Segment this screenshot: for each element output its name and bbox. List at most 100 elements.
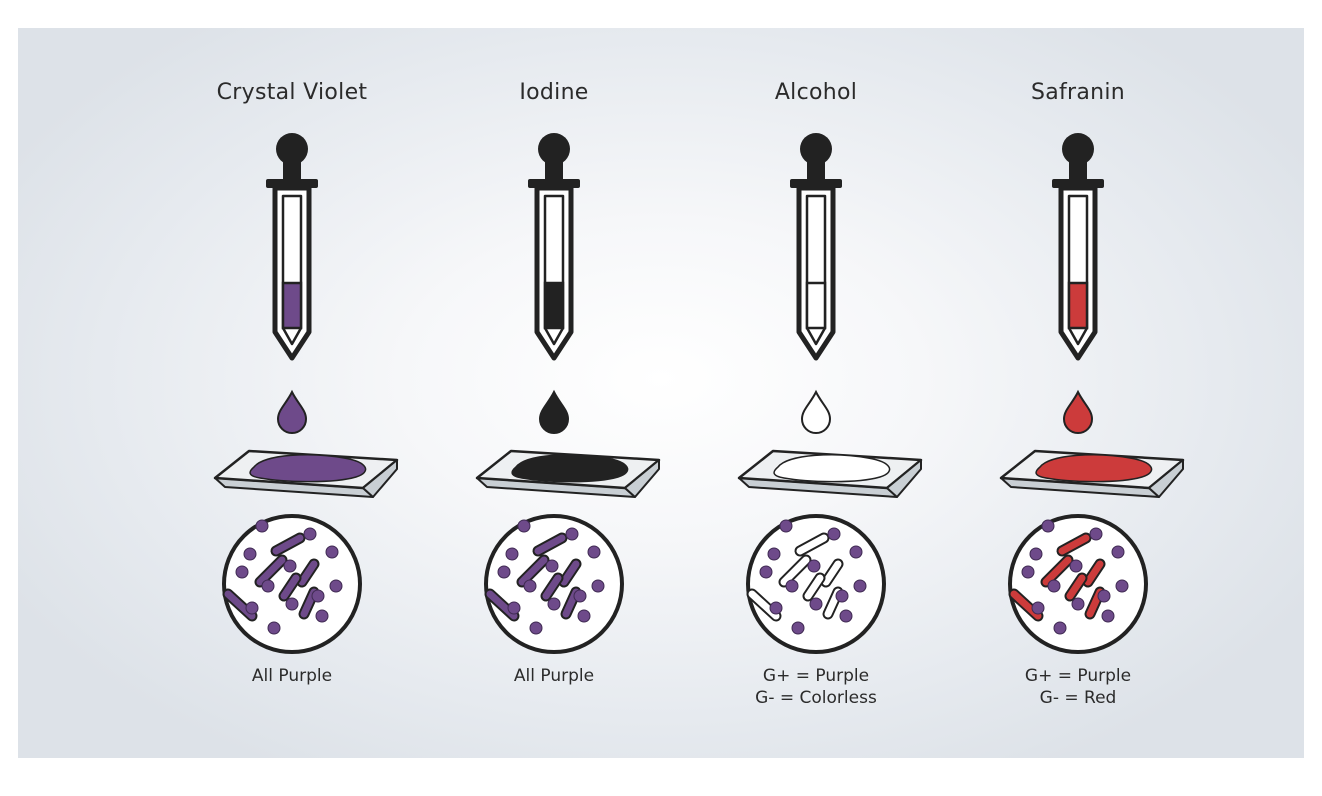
rod-bacterium <box>1066 574 1086 600</box>
coccus-bacterium <box>329 579 343 593</box>
result-line: G+ = Purple <box>762 666 870 686</box>
coccus-bacterium <box>523 579 537 593</box>
step-result: G+ = Purple G- = Colorless <box>696 665 936 709</box>
step-title: Safranin <box>1030 80 1126 105</box>
coccus-bacterium <box>517 519 531 533</box>
microscope-view <box>222 514 362 654</box>
result-line: G- = Colorless <box>755 688 877 708</box>
coccus-bacterium <box>529 621 543 635</box>
step-title: Alcohol <box>774 80 858 105</box>
coccus-bacterium <box>1041 519 1055 533</box>
coccus-bacterium <box>809 597 823 611</box>
rod-bacterium <box>560 560 580 586</box>
coccus-bacterium <box>505 547 519 561</box>
rod-bacterium <box>256 556 286 586</box>
step-iodine: Iodine All Purple <box>434 28 674 758</box>
coccus-bacterium <box>1021 565 1035 579</box>
slide-smear <box>249 454 367 483</box>
coccus-bacterium <box>303 527 317 541</box>
step-artwork <box>213 133 399 654</box>
dropper-icon <box>528 133 580 361</box>
rod-bacterium <box>534 534 566 555</box>
coccus-bacterium <box>1053 621 1067 635</box>
step-artwork <box>737 133 923 654</box>
dropper-liquid <box>805 281 827 330</box>
rod-bacterium <box>804 574 824 600</box>
slide-side <box>624 459 660 498</box>
coccus-bacterium <box>315 609 329 623</box>
slide-smear <box>773 454 891 483</box>
rod-bacterium <box>780 556 810 586</box>
step-result: All Purple <box>172 665 412 687</box>
rod-bacterium <box>272 534 304 555</box>
coccus-bacterium <box>1111 545 1125 559</box>
coccus-bacterium <box>565 527 579 541</box>
step-safranin: Safranin G+ = Purple G- = Red <box>958 28 1198 758</box>
gram-stain-diagram: Crystal Violet All Purple Iodine All Pur… <box>18 28 1304 758</box>
rod-bacterium <box>796 534 828 555</box>
dropper-liquid <box>543 281 565 330</box>
slide <box>737 449 923 498</box>
dropper-neck <box>545 156 563 182</box>
step-result: All Purple <box>434 665 674 687</box>
coccus-bacterium <box>779 519 793 533</box>
coccus-bacterium <box>235 565 249 579</box>
result-line: G- = Red <box>1039 688 1117 708</box>
step-title: Crystal Violet <box>216 80 368 105</box>
drop-icon <box>538 389 570 434</box>
coccus-bacterium <box>1097 589 1111 603</box>
dropper-liquid <box>1067 281 1089 330</box>
result-line: All Purple <box>513 666 595 686</box>
coccus-bacterium <box>587 545 601 559</box>
result-line: All Purple <box>251 666 333 686</box>
slide <box>475 449 661 498</box>
rod-bacterium <box>1058 534 1090 555</box>
coccus-bacterium <box>839 609 853 623</box>
coccus-bacterium <box>577 609 591 623</box>
coccus-bacterium <box>325 545 339 559</box>
step-crystal-violet: Crystal Violet All Purple <box>172 28 412 758</box>
coccus-bacterium <box>1031 601 1045 615</box>
coccus-bacterium <box>245 601 259 615</box>
drop-icon <box>800 389 832 434</box>
step-artwork <box>475 133 661 654</box>
coccus-bacterium <box>835 589 849 603</box>
coccus-bacterium <box>243 547 257 561</box>
dropper-neck <box>807 156 825 182</box>
coccus-bacterium <box>769 601 783 615</box>
coccus-bacterium <box>1069 559 1083 573</box>
step-alcohol: Alcohol G+ = Purple G- = Colorless <box>696 28 936 758</box>
slide <box>213 449 399 498</box>
dropper-neck <box>283 156 301 182</box>
coccus-bacterium <box>827 527 841 541</box>
coccus-bacterium <box>497 565 511 579</box>
drop-icon <box>276 389 308 434</box>
coccus-bacterium <box>1089 527 1103 541</box>
coccus-bacterium <box>807 559 821 573</box>
drop-icon <box>1062 389 1094 434</box>
coccus-bacterium <box>255 519 269 533</box>
coccus-bacterium <box>759 565 773 579</box>
coccus-bacterium <box>311 589 325 603</box>
coccus-bacterium <box>285 597 299 611</box>
coccus-bacterium <box>261 579 275 593</box>
coccus-bacterium <box>545 559 559 573</box>
dropper-icon <box>266 133 318 361</box>
rod-bacterium <box>1042 556 1072 586</box>
coccus-bacterium <box>767 547 781 561</box>
rod-bacterium <box>822 560 842 586</box>
dropper-icon <box>790 133 842 361</box>
coccus-bacterium <box>1047 579 1061 593</box>
microscope-view <box>746 514 886 654</box>
rod-bacterium <box>280 574 300 600</box>
microscope-view <box>484 514 624 654</box>
coccus-bacterium <box>1029 547 1043 561</box>
coccus-bacterium <box>1071 597 1085 611</box>
step-title: Iodine <box>519 80 589 105</box>
slide-side <box>886 459 922 498</box>
coccus-bacterium <box>853 579 867 593</box>
rod-bacterium <box>298 560 318 586</box>
slide <box>999 449 1185 498</box>
coccus-bacterium <box>283 559 297 573</box>
dropper-liquid <box>281 281 303 330</box>
